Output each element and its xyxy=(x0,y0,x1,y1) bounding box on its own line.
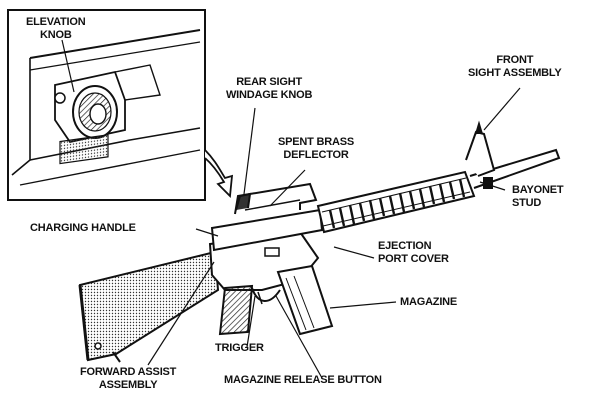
label-spent-brass-deflector: SPENT BRASS DEFLECTOR xyxy=(278,136,355,161)
inset-pointer xyxy=(204,149,234,198)
label-ejection-port-cover: EJECTION PORT COVER xyxy=(378,240,449,265)
label-trigger: TRIGGER xyxy=(215,342,264,354)
label-charging-handle: CHARGING HANDLE xyxy=(30,222,136,234)
label-magazine: MAGAZINE xyxy=(400,296,458,308)
rifle xyxy=(78,120,561,363)
label-bayonet-stud: BAYONET STUD xyxy=(512,184,564,209)
leader-lines xyxy=(147,87,521,379)
label-magazine-release-button: MAGAZINE RELEASE BUTTON xyxy=(224,374,382,386)
label-rear-sight-windage-knob: REAR SIGHT WINDAGE KNOB xyxy=(226,76,313,101)
label-forward-assist-assembly: FORWARD ASSIST ASSEMBLY xyxy=(80,366,177,391)
label-elevation-knob: ELEVATION KNOB xyxy=(26,16,86,41)
inset-detail xyxy=(7,9,206,201)
label-front-sight-assembly: FRONT SIGHT ASSEMBLY xyxy=(468,54,562,79)
